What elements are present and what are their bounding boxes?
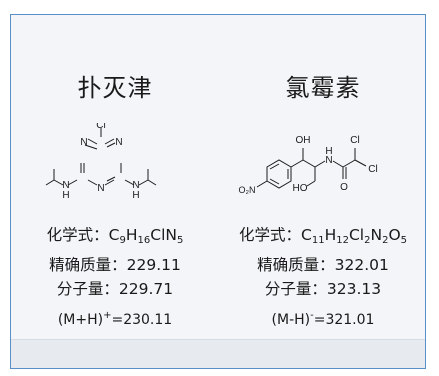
formula-line: 化学式：C11H12Cl2N2O5 xyxy=(238,226,408,246)
ion-mass-line: (M+H)+=230.11 xyxy=(57,310,173,328)
exact-mass-line: 精确质量：322.01 xyxy=(257,256,389,274)
atom-label: N xyxy=(62,180,69,191)
atom-label: O₂N xyxy=(239,185,256,195)
atom-label: N xyxy=(132,180,139,191)
atom-label: Cl xyxy=(368,164,377,175)
compound-chloramphenicol: 氯霉素 xyxy=(219,15,427,368)
molecular-weight-line: 分子量：229.71 xyxy=(56,280,174,298)
compound-propazine: 扑灭津 xyxy=(11,15,219,368)
atom-label: Cl xyxy=(96,123,105,131)
atom-label: Cl xyxy=(350,135,359,146)
atom-label: HO xyxy=(293,183,308,194)
card-footer-strip xyxy=(11,339,425,368)
atom-label: N xyxy=(97,183,104,194)
atom-label: H xyxy=(132,190,139,201)
molecular-weight-line: 分子量：323.13 xyxy=(264,280,382,298)
atom-label: O xyxy=(340,182,348,193)
exact-mass-line: 精确质量：229.11 xyxy=(49,256,181,274)
propazine-structure: Cl N N N N N H H xyxy=(45,123,157,201)
ion-mass-line: (M-H)-=321.01 xyxy=(271,310,375,328)
compound-info: 化学式：C11H12Cl2N2O5 精确质量：322.01 分子量：323.13… xyxy=(219,223,427,335)
atom-label: OH xyxy=(296,135,311,146)
formula-line: 化学式：C9H16ClN5 xyxy=(46,226,184,246)
atom-label: H xyxy=(62,190,69,201)
chloramphenicol-structure: OH N H Cl Cl O HO O₂N xyxy=(239,135,378,195)
compound-card: 扑灭津 xyxy=(10,14,426,369)
atom-label: N xyxy=(325,155,332,166)
compound-name: 氯霉素 xyxy=(285,74,361,102)
atom-label: N xyxy=(80,137,87,148)
compound-name: 扑灭津 xyxy=(77,74,153,102)
atom-label: N xyxy=(115,137,122,148)
atom-label: H xyxy=(325,146,332,157)
compound-info: 化学式：C9H16ClN5 精确质量：229.11 分子量：229.71 (M+… xyxy=(11,223,219,335)
